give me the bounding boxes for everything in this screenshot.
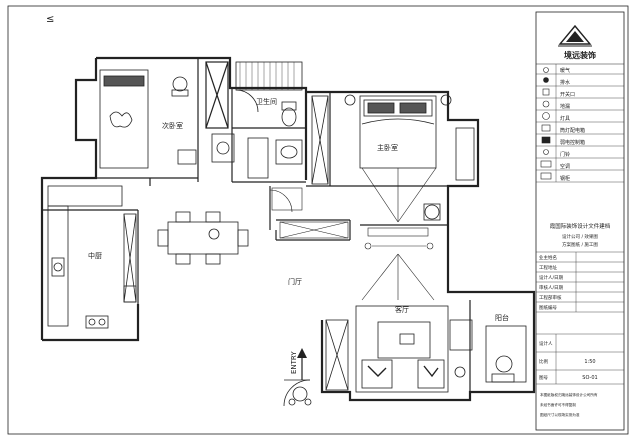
info-rows-grid <box>536 251 624 313</box>
legend-label-2: 排水 <box>560 79 570 86</box>
label-kitchen: 中厨 <box>88 251 102 260</box>
tv-sight-lines <box>361 167 437 301</box>
scale-label: 比例 <box>539 358 548 365</box>
legend: 暖气 排水 开关口 地漏 灯具 筒灯配电箱 弱电控制箱 门铃 空调 钢柜 <box>536 64 624 183</box>
sheet-border <box>7 5 629 435</box>
living-room-furniture <box>325 305 473 393</box>
bathroom-fixtures <box>211 61 303 179</box>
label-master-bedroom: 主卧室 <box>377 143 398 152</box>
kitchen-counter <box>47 185 137 329</box>
project-line-2: 方案图纸 / 施工图 <box>562 241 598 248</box>
second-bedroom-furniture <box>99 69 197 169</box>
label-balcony: 阳台 <box>495 313 509 322</box>
legend-icon-1 <box>543 67 549 73</box>
title-block <box>535 11 625 431</box>
legend-icon-9 <box>540 160 552 168</box>
project-title: 霞国际装饰设计文件建档 <box>550 222 611 230</box>
entry-door <box>283 379 312 407</box>
legend-label-1: 暖气 <box>560 67 570 74</box>
legend-icon-7 <box>541 136 551 144</box>
legend-icon-8 <box>543 149 549 155</box>
label-hall: 门厅 <box>288 277 302 286</box>
legend-label-6: 筒灯配电箱 <box>560 127 585 134</box>
logo-text: 境远装饰 <box>564 50 596 60</box>
legend-icon-6 <box>541 124 551 132</box>
sheet-label: 图号 <box>539 375 548 381</box>
label-second-bedroom: 次卧室 <box>162 121 183 130</box>
exterior-walls <box>40 56 536 402</box>
entry-arrow-icon <box>297 348 307 358</box>
legend-icon-3 <box>542 88 550 96</box>
legend-label-3: 开关口 <box>560 91 575 98</box>
info-label-6: 图纸编号 <box>539 304 557 311</box>
note-1: 本图纸版权归境远装饰设计公司所有 <box>540 392 598 397</box>
sheet-value: SO-01 <box>582 375 597 381</box>
balcony-furniture <box>485 325 527 383</box>
info-label-1: 业主姓名 <box>539 254 557 261</box>
note-3: 图纸尺寸以现场实测为准 <box>540 412 580 417</box>
interior-walls <box>42 58 471 392</box>
scale-value: 1:50 <box>584 359 595 365</box>
legend-label-10: 钢柜 <box>560 175 570 182</box>
svg-text:≤: ≤ <box>46 14 54 25</box>
legend-icon-10 <box>540 172 552 180</box>
legend-label-9: 空调 <box>560 163 570 170</box>
legend-label-4: 地漏 <box>560 103 570 110</box>
legend-icon-2 <box>543 77 549 83</box>
legend-label-5: 灯具 <box>560 115 570 122</box>
legend-icon-4 <box>542 100 550 108</box>
info-label-4: 审核人/日期 <box>539 284 564 291</box>
legend-icon-5 <box>542 112 550 120</box>
project-line-1: 设计公司 / 效果图 <box>562 233 598 240</box>
designer-grid <box>536 333 624 385</box>
label-entry: ENTRY <box>290 351 298 374</box>
legend-label-8: 门铃 <box>560 151 570 158</box>
label-bathroom: 卫生间 <box>256 97 277 106</box>
note-2: 未经书面许可不得复制 <box>540 402 576 407</box>
label-living: 客厅 <box>395 305 409 314</box>
info-label-2: 工程地址 <box>539 264 557 271</box>
dining-set <box>157 211 249 265</box>
logo-mark-icon <box>558 24 592 47</box>
legend-label-7: 弱电控制箱 <box>560 139 585 146</box>
info-label-5: 工程部审核 <box>539 294 562 301</box>
info-label-3: 设计人/日期 <box>539 274 564 281</box>
hall-cabinets <box>269 187 349 239</box>
master-bedroom-furniture <box>311 94 475 221</box>
designer-label: 设计人 <box>539 340 553 347</box>
